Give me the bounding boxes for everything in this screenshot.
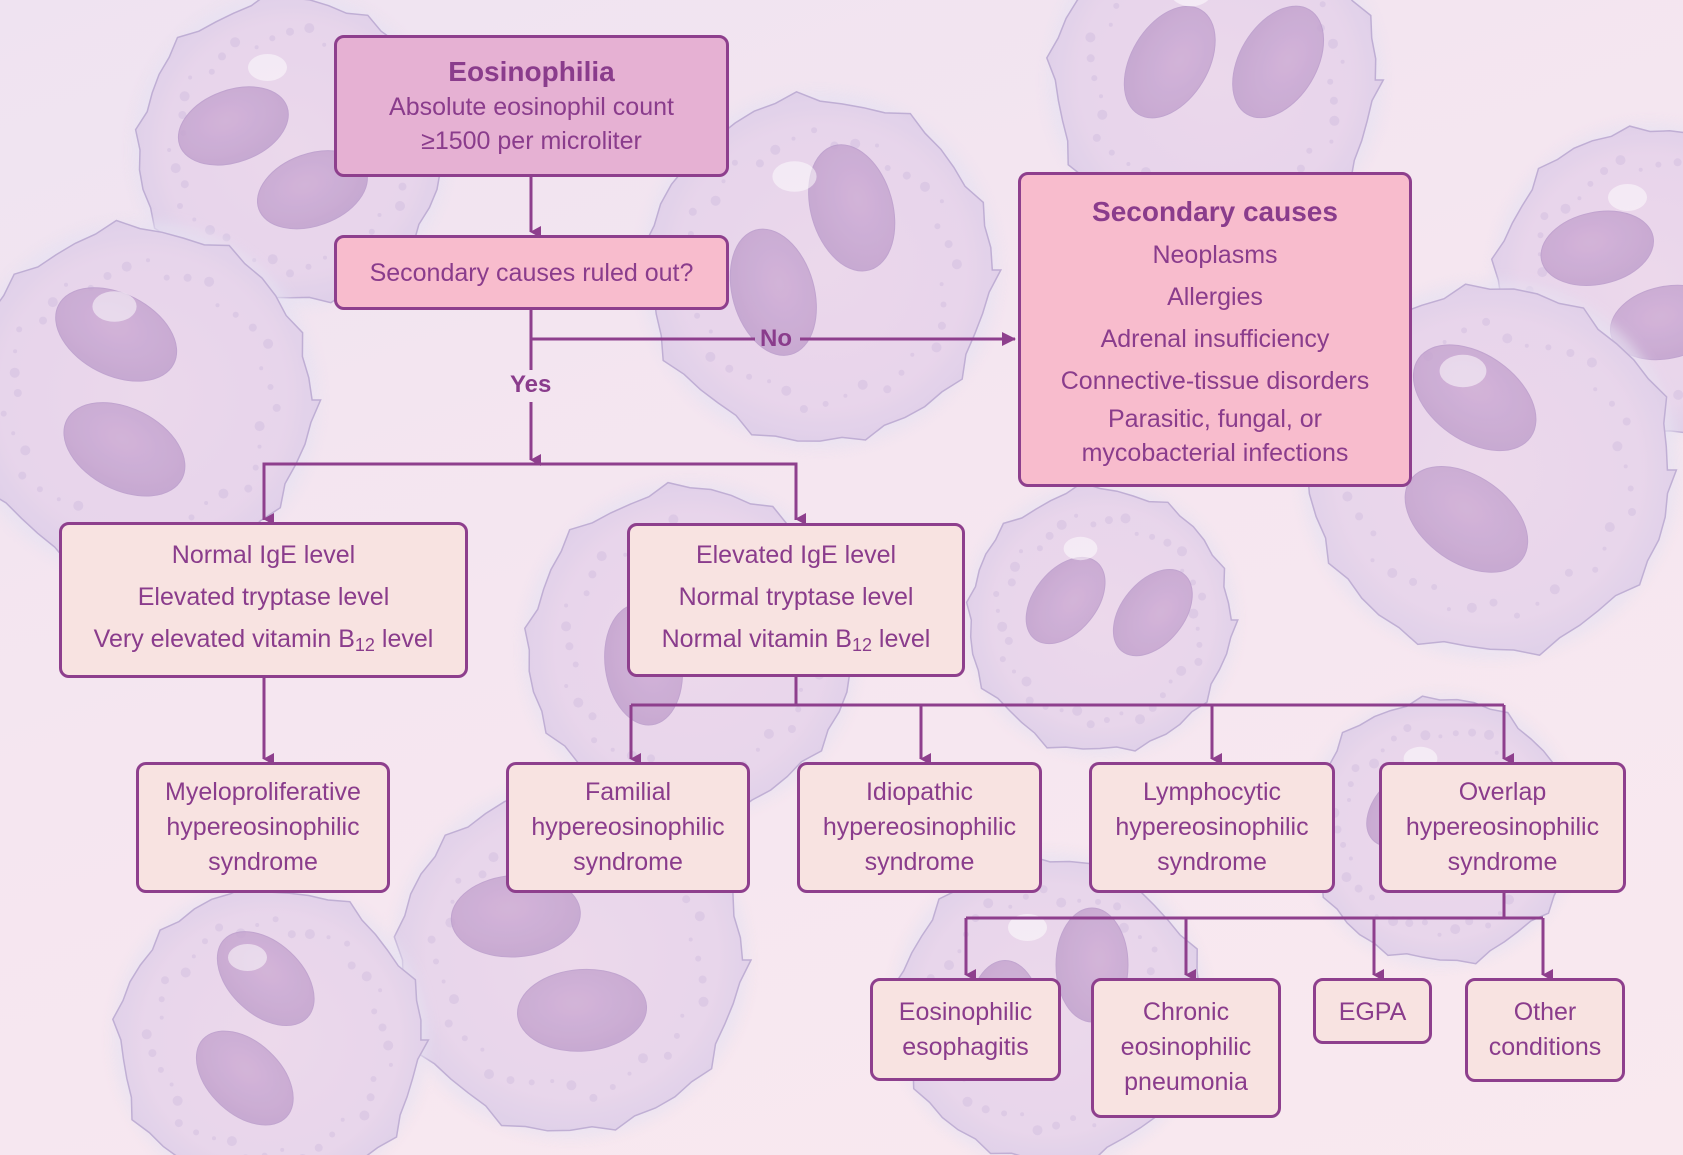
node-text-line: Other bbox=[1513, 998, 1577, 1026]
question-text: Secondary causes ruled out? bbox=[369, 258, 694, 287]
node-text-line: Lymphocytic bbox=[1142, 778, 1281, 806]
no-label: No bbox=[760, 325, 792, 352]
secondary-causes-node: Secondary causes Neoplasms Allergies Adr… bbox=[1018, 172, 1412, 487]
node-text-line: hypereosinophilic bbox=[822, 813, 1017, 841]
node-text-line: pneumonia bbox=[1124, 1068, 1248, 1096]
node-text-line: eosinophilic bbox=[1120, 1033, 1252, 1061]
node-text-line: conditions bbox=[1488, 1033, 1602, 1061]
chronic-eosinophilic-pneumonia-node: Chronic eosinophilic pneumonia bbox=[1091, 978, 1281, 1118]
secondary-cause-item: Parasitic, fungal, or bbox=[1108, 404, 1322, 433]
node-text-line: EGPA bbox=[1338, 998, 1407, 1026]
myeloproliferative-hes-node: Myeloproliferative hypereosinophilic syn… bbox=[136, 762, 390, 893]
node-text-line: hypereosinophilic bbox=[1115, 813, 1309, 841]
secondary-causes-question-node: Secondary causes ruled out? bbox=[334, 235, 729, 310]
lymphocytic-hes-node: Lymphocytic hypereosinophilic syndrome bbox=[1089, 762, 1335, 893]
eosinophilia-criterion-line: Absolute eosinophil count bbox=[389, 93, 674, 121]
node-text-line: syndrome bbox=[208, 848, 318, 876]
lab-finding-line: Normal tryptase level bbox=[678, 583, 914, 611]
node-text-line: syndrome bbox=[1157, 848, 1267, 876]
other-conditions-node: Other conditions bbox=[1465, 978, 1625, 1082]
connector-yes-split bbox=[262, 462, 798, 520]
node-text-line: syndrome bbox=[573, 848, 683, 876]
eosinophil-cell-illustration bbox=[963, 481, 1239, 757]
eosinophilia-criterion-line: ≥1500 per microliter bbox=[421, 127, 642, 155]
familial-hes-node: Familial hypereosinophilic syndrome bbox=[506, 762, 750, 893]
node-text-line: Chronic bbox=[1142, 998, 1230, 1026]
node-text-line: Myeloproliferative bbox=[165, 778, 361, 806]
normal-ige-branch-node: Normal IgE level Elevated tryptase level… bbox=[59, 522, 468, 678]
eosinophil-cell-illustration bbox=[641, 90, 1003, 449]
node-text-line: hypereosinophilic bbox=[166, 813, 360, 841]
lab-finding-line: Normal vitamin B12 level bbox=[661, 625, 931, 655]
lab-finding-line: Normal IgE level bbox=[171, 541, 356, 569]
egpa-node: EGPA bbox=[1313, 978, 1432, 1044]
node-text-line: hypereosinophilic bbox=[1405, 813, 1600, 841]
secondary-cause-item: Allergies bbox=[1167, 282, 1263, 311]
secondary-cause-item: Connective-tissue disorders bbox=[1060, 366, 1370, 395]
node-text-line: Idiopathic bbox=[865, 778, 974, 806]
lab-finding-line: Very elevated vitamin B12 level bbox=[93, 625, 434, 655]
node-text-line: syndrome bbox=[1447, 848, 1558, 876]
node-text-line: Familial bbox=[584, 778, 672, 806]
eosinophilia-node: Eosinophilia Absolute eosinophil count ≥… bbox=[334, 35, 729, 177]
secondary-cause-item: mycobacterial infections bbox=[1081, 438, 1349, 467]
lab-finding-line: Elevated IgE level bbox=[695, 541, 897, 569]
node-text-line: syndrome bbox=[864, 848, 975, 876]
yes-label: Yes bbox=[510, 371, 552, 398]
eosinophil-cell-illustration bbox=[0, 219, 322, 579]
node-text-line: Overlap bbox=[1458, 778, 1547, 806]
idiopathic-hes-node: Idiopathic hypereosinophilic syndrome bbox=[797, 762, 1042, 893]
secondary-cause-item: Neoplasms bbox=[1152, 240, 1278, 269]
eosinophilic-esophagitis-node: Eosinophilic esophagitis bbox=[870, 978, 1061, 1081]
lab-finding-line: Elevated tryptase level bbox=[137, 583, 390, 611]
secondary-cause-item: Adrenal insufficiency bbox=[1100, 324, 1330, 353]
node-text-line: esophagitis bbox=[902, 1033, 1029, 1061]
overlap-hes-node: Overlap hypereosinophilic syndrome bbox=[1379, 762, 1626, 893]
node-text-line: Eosinophilic bbox=[898, 998, 1033, 1026]
node-text-line: hypereosinophilic bbox=[531, 813, 725, 841]
eosinophilia-title: Eosinophilia bbox=[448, 56, 615, 87]
secondary-causes-title: Secondary causes bbox=[1092, 195, 1338, 227]
eosinophil-cell-illustration bbox=[111, 882, 430, 1155]
elevated-ige-branch-node: Elevated IgE level Normal tryptase level… bbox=[627, 523, 965, 677]
